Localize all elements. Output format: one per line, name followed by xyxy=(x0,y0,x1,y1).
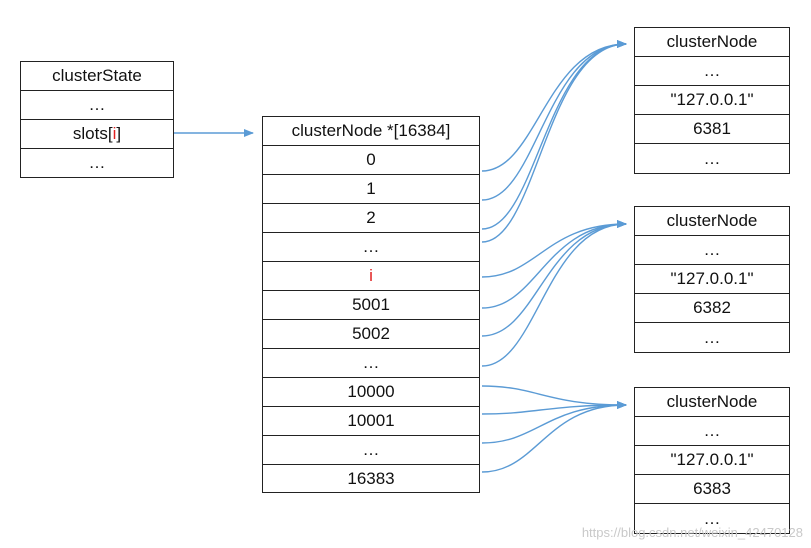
slot-row: 10000 xyxy=(263,378,479,407)
cluster-node-port: 6381 xyxy=(635,115,789,144)
slot-to-node-arrow xyxy=(481,220,627,278)
cluster-state-ellipsis: … xyxy=(88,153,106,172)
cluster-node-ellipsis: … xyxy=(703,327,721,347)
cluster-node-port: 6382 xyxy=(635,294,789,323)
cluster-node-ellipsis: … xyxy=(703,508,721,528)
slot-to-node-arrow xyxy=(481,40,627,172)
slot-to-node-arrow xyxy=(481,220,627,309)
slots-index: i xyxy=(112,124,117,143)
cluster-node-6381: clusterNode … "127.0.0.1" 6381 … xyxy=(634,27,790,174)
slot-row: 2 xyxy=(263,204,479,233)
slot-to-node-arrow xyxy=(481,401,627,473)
cluster-node-6383: clusterNode … "127.0.0.1" 6383 … xyxy=(634,387,790,534)
cluster-node-ellipsis: … xyxy=(635,236,789,265)
slots-label: slots[ xyxy=(72,124,113,143)
slot-to-node-arrow xyxy=(481,385,627,409)
slots-array-table: clusterNode *[16384] 0 1 2 … i 5001 5002… xyxy=(262,116,480,493)
slot-row: 5002 xyxy=(263,320,479,349)
cluster-node-ip: "127.0.0.1" xyxy=(635,265,789,294)
watermark: https://blog.csdn.net/weixin_42470128 xyxy=(581,525,803,540)
slot-to-node-arrow xyxy=(481,220,627,337)
cluster-node-ip: "127.0.0.1" xyxy=(635,86,789,115)
cluster-node-port: 6383 xyxy=(635,475,789,504)
cluster-state-ellipsis: … xyxy=(21,91,173,120)
cluster-state-table: clusterState … slots[i] … xyxy=(20,61,174,178)
cluster-state-title: clusterState xyxy=(21,62,173,91)
cluster-node-title: clusterNode xyxy=(635,388,789,417)
slot-row-highlight: i xyxy=(263,262,479,291)
slot-to-node-arrow xyxy=(481,401,627,415)
slot-row: … xyxy=(263,436,479,465)
slot-to-node-arrow xyxy=(481,220,627,367)
slots-array-title: clusterNode *[16384] xyxy=(263,117,479,146)
cluster-node-ellipsis: … xyxy=(703,148,721,168)
slot-to-node-arrow xyxy=(481,40,627,243)
slot-to-node-arrows xyxy=(481,40,627,473)
cluster-node-6382: clusterNode … "127.0.0.1" 6382 … xyxy=(634,206,790,353)
cluster-state-slots: slots[i] xyxy=(21,120,173,149)
slot-to-node-arrow xyxy=(481,401,627,444)
cluster-node-ellipsis: … xyxy=(635,417,789,446)
slot-row: … xyxy=(263,349,479,378)
cluster-node-ip: "127.0.0.1" xyxy=(635,446,789,475)
cluster-node-title: clusterNode xyxy=(635,28,789,57)
slot-to-node-arrow xyxy=(481,40,627,230)
slot-row: 16383 xyxy=(347,468,395,488)
slot-to-node-arrow xyxy=(481,40,627,201)
slot-row: 5001 xyxy=(263,291,479,320)
slot-row: 0 xyxy=(263,146,479,175)
slot-row: 10001 xyxy=(263,407,479,436)
cluster-node-title: clusterNode xyxy=(635,207,789,236)
slots-bracket: ] xyxy=(116,124,122,143)
cluster-node-ellipsis: … xyxy=(635,57,789,86)
slot-row: 1 xyxy=(263,175,479,204)
slot-row: … xyxy=(263,233,479,262)
